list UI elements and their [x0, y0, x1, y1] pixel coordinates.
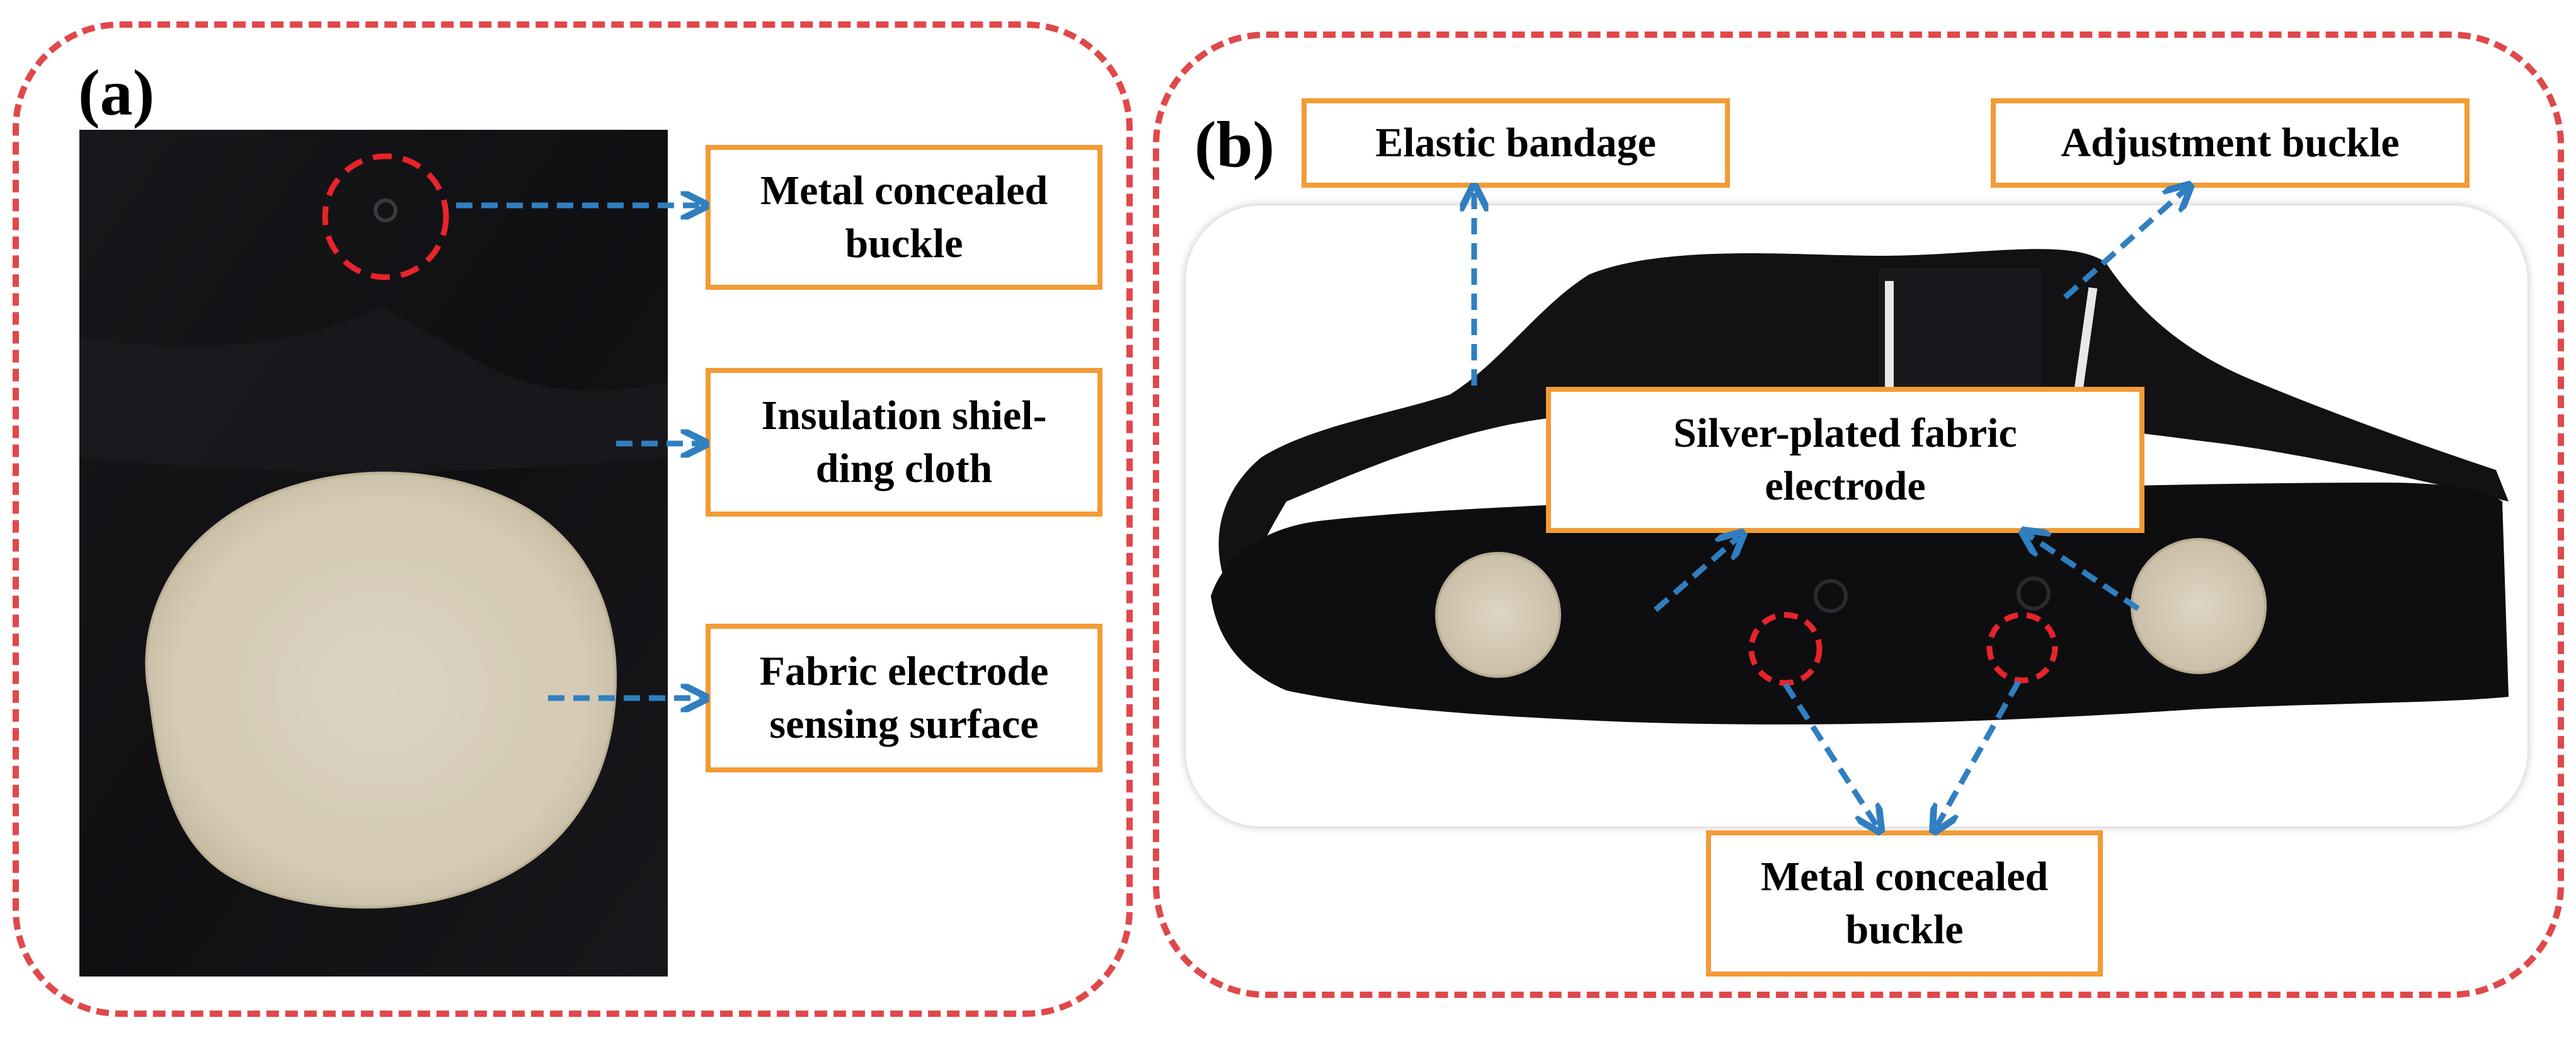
arrow-to-electrode-from-right — [2027, 534, 2140, 611]
concealed-buckle — [374, 198, 398, 222]
concealed-buckle-right — [2017, 576, 2051, 610]
cloth-fold — [79, 306, 668, 473]
concealed-buckle-left — [1814, 579, 1848, 613]
callout-silver-plated-fabric-electrode: Silver-plated fabric electrode — [1546, 387, 2144, 533]
elastic-bandage-upper — [1218, 249, 2509, 590]
callout-adjustment-buckle: Adjustment buckle — [1991, 98, 2470, 188]
panel-a-frame — [13, 21, 1133, 1017]
highlight-circle-buckle-a — [322, 153, 449, 280]
arrow-to-electrode-from-left — [1654, 537, 1739, 612]
panel-b-frame — [1153, 32, 2564, 998]
callout-metal-concealed-buckle-a: Metal concealed buckle — [706, 145, 1102, 290]
panel-a-label: (a) — [78, 57, 155, 129]
callout-fabric-electrode-sensing-surface: Fabric electrode sensing surface — [706, 624, 1102, 772]
callout-elastic-bandage: Elastic bandage — [1302, 98, 1730, 188]
fabric-electrode-left — [1435, 552, 1561, 678]
callout-insulation-shielding-cloth: Insulation shiel- ding cloth — [706, 368, 1102, 517]
panel-b-label: (b) — [1194, 108, 1275, 181]
arrow-to-buckle-b-from-left — [1783, 682, 1877, 827]
fabric-electrode-disc — [145, 471, 617, 909]
panel-a-photo-drawing — [79, 130, 668, 977]
arrow-to-buckle-b-from-right — [1937, 680, 2021, 827]
buckle-stitch-right — [2071, 287, 2098, 408]
arrow-to-adjustment-buckle — [2063, 189, 2186, 300]
panel-a-photo — [79, 130, 668, 977]
buckle-stitch-left — [1885, 281, 1894, 394]
highlight-circle-buckle-b-left — [1748, 612, 1823, 686]
highlight-circle-buckle-b-right — [1986, 612, 2058, 684]
callout-metal-concealed-buckle-b: Metal concealed buckle — [1706, 830, 2103, 977]
panel-b-photo-drawing — [1211, 249, 2509, 725]
